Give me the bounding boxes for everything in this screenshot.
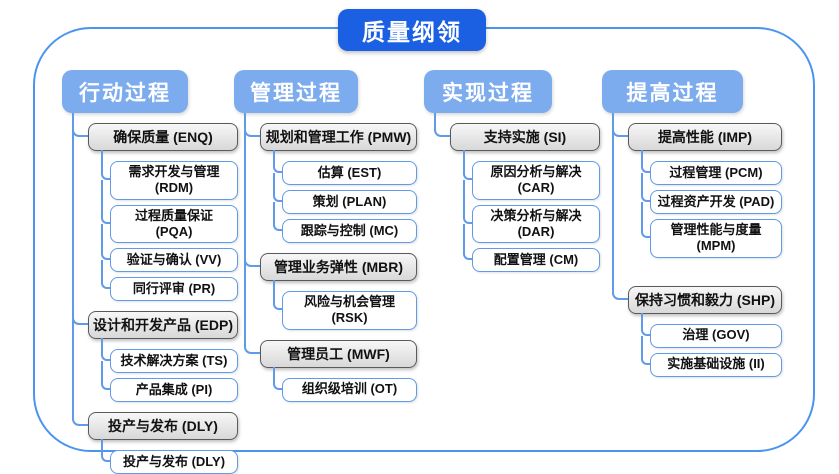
process-group: 设计和开发产品 (EDP)技术解决方案 (TS)产品集成 (PI) bbox=[72, 301, 238, 412]
process-item-node: 决策分析与解决 (DAR) bbox=[463, 198, 600, 249]
process-item-node: 投产与发布 (DLY) bbox=[101, 439, 238, 474]
process-column: 提高过程提高性能 (IMP)过程管理 (PCM)过程资产开发 (PAD)管理性能… bbox=[602, 70, 782, 377]
process-group-node: 支持实施 (SI) bbox=[450, 123, 600, 151]
process-group: 规划和管理工作 (PMW)估算 (EST)策划 (PLAN)跟踪与控制 (MC) bbox=[244, 113, 417, 253]
process-group-children: 风险与机会管理 (RSK) bbox=[260, 280, 417, 330]
process-group-children: 组织级培训 (OT) bbox=[260, 366, 417, 402]
process-item-node: 管理性能与度量 (MPM) bbox=[641, 213, 782, 258]
diagram-title: 质量纲领 bbox=[338, 9, 486, 51]
process-item-node: 跟踪与控制 (MC) bbox=[273, 213, 417, 243]
process-group: 管理员工 (MWF)组织级培训 (OT) bbox=[244, 329, 417, 402]
process-group: 提高性能 (IMP)过程管理 (PCM)过程资产开发 (PAD)管理性能与度量 … bbox=[612, 113, 782, 267]
process-group: 支持实施 (SI)原因分析与解决 (CAR)决策分析与解决 (DAR)配置管理 … bbox=[434, 113, 600, 272]
process-item-node: 技术解决方案 (TS) bbox=[101, 338, 238, 379]
process-group-children: 投产与发布 (DLY) bbox=[88, 439, 238, 474]
process-item-node: 原因分析与解决 (CAR) bbox=[463, 150, 600, 205]
process-item-node: 需求开发与管理 (RDM) bbox=[101, 150, 238, 205]
process-group-node: 管理员工 (MWF) bbox=[260, 339, 417, 368]
process-column: 行动过程确保质量 (ENQ)需求开发与管理 (RDM)过程质量保证 (PQA)验… bbox=[62, 70, 238, 474]
process-column-header: 提高过程 bbox=[602, 70, 743, 113]
process-group-children: 需求开发与管理 (RDM)过程质量保证 (PQA)验证与确认 (VV)同行评审 … bbox=[88, 150, 238, 301]
process-column: 管理过程规划和管理工作 (PMW)估算 (EST)策划 (PLAN)跟踪与控制 … bbox=[234, 70, 417, 402]
process-item-node: 配置管理 (CM) bbox=[463, 242, 600, 272]
process-column-header: 实现过程 bbox=[424, 70, 552, 113]
process-column: 实现过程支持实施 (SI)原因分析与解决 (CAR)决策分析与解决 (DAR)配… bbox=[424, 70, 600, 272]
process-group-node: 规划和管理工作 (PMW) bbox=[260, 123, 417, 151]
process-item-node: 过程资产开发 (PAD) bbox=[641, 184, 782, 220]
process-group-node: 投产与发布 (DLY) bbox=[88, 412, 238, 440]
process-group-children: 估算 (EST)策划 (PLAN)跟踪与控制 (MC) bbox=[260, 150, 417, 243]
process-group: 确保质量 (ENQ)需求开发与管理 (RDM)过程质量保证 (PQA)验证与确认… bbox=[72, 113, 238, 311]
process-item-node: 产品集成 (PI) bbox=[101, 372, 238, 402]
process-item-node: 风险与机会管理 (RSK) bbox=[273, 280, 417, 330]
process-groups: 提高性能 (IMP)过程管理 (PCM)过程资产开发 (PAD)管理性能与度量 … bbox=[602, 113, 782, 377]
process-group-node: 保持习惯和毅力 (SHP) bbox=[628, 285, 782, 314]
diagram-title-label: 质量纲领 bbox=[362, 19, 462, 45]
process-column-header: 管理过程 bbox=[234, 70, 358, 113]
process-groups: 确保质量 (ENQ)需求开发与管理 (RDM)过程质量保证 (PQA)验证与确认… bbox=[62, 113, 238, 474]
process-group: 投产与发布 (DLY)投产与发布 (DLY) bbox=[72, 402, 238, 474]
process-item-node: 策划 (PLAN) bbox=[273, 184, 417, 220]
process-item-node: 验证与确认 (VV) bbox=[101, 242, 238, 278]
process-column-header: 行动过程 bbox=[62, 70, 188, 113]
process-group: 保持习惯和毅力 (SHP)治理 (GOV)实施基础设施 (II) bbox=[612, 257, 782, 377]
process-group: 管理业务弹性 (MBR)风险与机会管理 (RSK) bbox=[244, 243, 417, 339]
process-item-node: 估算 (EST) bbox=[273, 150, 417, 191]
process-group-node: 确保质量 (ENQ) bbox=[88, 123, 238, 151]
process-group-children: 原因分析与解决 (CAR)决策分析与解决 (DAR)配置管理 (CM) bbox=[450, 150, 600, 272]
process-groups: 规划和管理工作 (PMW)估算 (EST)策划 (PLAN)跟踪与控制 (MC)… bbox=[234, 113, 417, 402]
process-item-node: 过程管理 (PCM) bbox=[641, 150, 782, 191]
process-item-node: 治理 (GOV) bbox=[641, 312, 782, 354]
process-item-node: 组织级培训 (OT) bbox=[273, 366, 417, 402]
process-group-children: 过程管理 (PCM)过程资产开发 (PAD)管理性能与度量 (MPM) bbox=[628, 150, 782, 258]
process-groups: 支持实施 (SI)原因分析与解决 (CAR)决策分析与解决 (DAR)配置管理 … bbox=[424, 113, 600, 272]
process-group-node: 设计和开发产品 (EDP) bbox=[88, 311, 238, 339]
process-group-children: 技术解决方案 (TS)产品集成 (PI) bbox=[88, 338, 238, 402]
process-item-node: 过程质量保证 (PQA) bbox=[101, 198, 238, 249]
process-item-node: 实施基础设施 (II) bbox=[641, 346, 782, 377]
process-item-node: 同行评审 (PR) bbox=[101, 271, 238, 301]
process-group-node: 提高性能 (IMP) bbox=[628, 123, 782, 151]
process-group-node: 管理业务弹性 (MBR) bbox=[260, 253, 417, 281]
process-group-children: 治理 (GOV)实施基础设施 (II) bbox=[628, 312, 782, 377]
